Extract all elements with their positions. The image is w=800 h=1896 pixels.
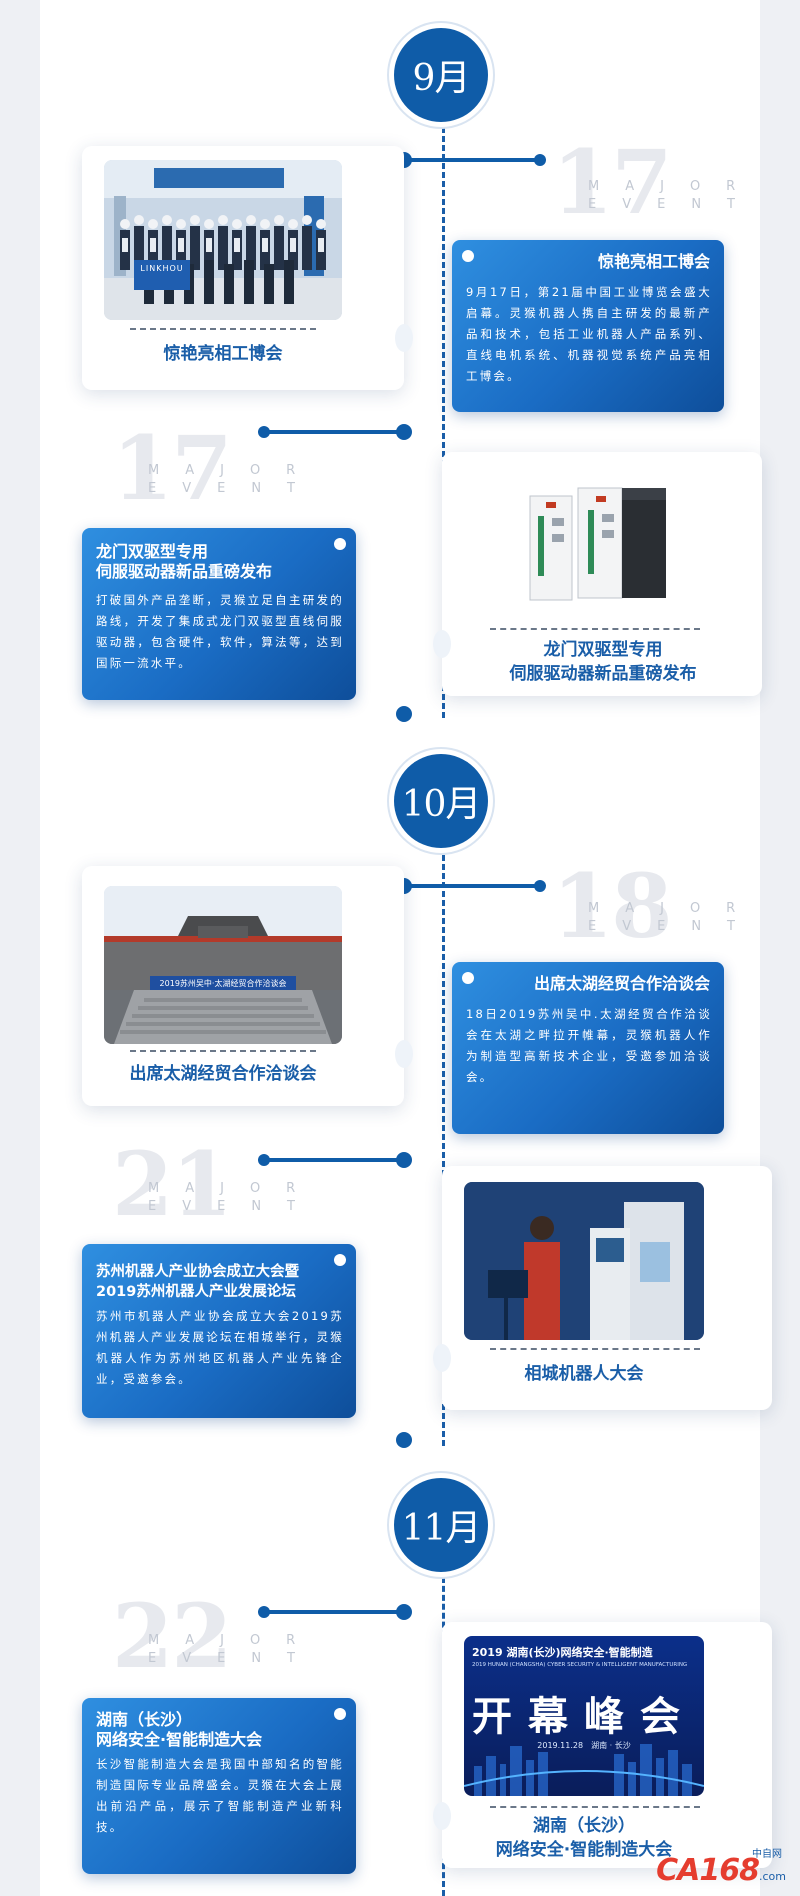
poster-date: 2019.11.28 湖南 · 长沙 <box>537 1741 631 1750</box>
card-marker <box>334 1708 346 1720</box>
month-label: 9月 <box>412 58 471 99</box>
timeline-dot <box>396 424 412 440</box>
event-day-number: 17 <box>552 130 672 234</box>
caption-divider <box>490 628 700 630</box>
timeline-connector <box>266 1610 404 1614</box>
timeline-line <box>442 118 445 718</box>
event-title: 出席太湖经贸合作洽谈会 <box>533 974 710 993</box>
event-description: 苏州市机器人产业协会成立大会2019苏州机器人产业发展论坛在相城举行，灵猴机器人… <box>96 1309 344 1386</box>
event-day-number: 18 <box>552 854 672 958</box>
month-label: 10月 <box>401 784 482 825</box>
month-badge-october: 10月 <box>394 754 488 848</box>
event-title: 龙门双驱型专用伺服驱动器新品重磅发布 <box>96 542 273 581</box>
timeline-dot <box>258 426 270 438</box>
event-text-card: 湖南（长沙）网络安全·智能制造大会 长沙智能制造大会是我国中部知名的智能制造国际… <box>82 1698 356 1874</box>
caption-divider <box>130 1050 316 1052</box>
event-photo <box>482 466 720 618</box>
card-marker <box>334 538 346 550</box>
photo-caption: 湖南（长沙）网络安全·智能制造大会 <box>495 1816 673 1860</box>
event-title: 惊艳亮相工博会 <box>597 252 710 271</box>
card-marker <box>334 1254 346 1266</box>
event-description: 打破国外产品垄断，灵猴立足自主研发的路线，开发了集成式龙门双驱型直线伺服驱动器，… <box>96 593 344 670</box>
card-marker <box>462 250 474 262</box>
timeline-line <box>442 846 445 1446</box>
event-day-number: 21 <box>112 1132 232 1236</box>
timeline-connector <box>404 158 540 162</box>
event-day-number: 17 <box>112 416 232 520</box>
event-photo <box>464 1182 704 1340</box>
caption-divider <box>490 1806 700 1808</box>
event-photo-card: 2019苏州吴中·太湖经贸合作洽谈会 出席太湖经贸合作洽谈会 <box>82 866 413 1106</box>
timeline-connector <box>266 1158 404 1162</box>
timeline-dot <box>258 1606 270 1618</box>
event-photo <box>104 160 342 320</box>
photo-banner-text: 2019苏州吴中·太湖经贸合作洽谈会 <box>159 979 287 988</box>
photo-caption: 出席太湖经贸合作洽谈会 <box>129 1064 317 1084</box>
event-photo-card: 2019 湖南(长沙)网络安全·智能制造 2019 HUNAN (CHANGSH… <box>433 1622 772 1868</box>
watermark-logo: CA168.com <box>656 1853 786 1888</box>
event-day-number: 22 <box>112 1584 232 1688</box>
timeline-dot <box>534 880 546 892</box>
caption-divider <box>130 328 316 330</box>
event-description: 长沙智能制造大会是我国中部知名的智能制造国际专业品牌盛会。灵猴在大会上展出前沿产… <box>96 1757 344 1834</box>
event-photo-card: 龙门双驱型专用伺服驱动器新品重磅发布 <box>433 452 762 696</box>
timeline-dot <box>534 154 546 166</box>
month-badge-september: 9月 <box>394 28 488 122</box>
caption-divider <box>490 1348 700 1350</box>
poster-title: 2019 湖南(长沙)网络安全·智能制造 <box>472 1646 653 1659</box>
event-description: 9月17日，第21届中国工业博览会盛大启幕。灵猴机器人携自主研发的最新产品和技术… <box>466 285 712 383</box>
event-text-card: 出席太湖经贸合作洽谈会 18日2019苏州吴中.太湖经贸合作洽谈会在太湖之畔拉开… <box>452 962 724 1134</box>
timeline-connector <box>266 430 404 434</box>
timeline-dot <box>258 1154 270 1166</box>
timeline-end-dot <box>396 706 412 722</box>
photo-caption: 相城机器人大会 <box>524 1364 644 1384</box>
timeline-dot <box>396 1152 412 1168</box>
event-description: 18日2019苏州吴中.太湖经贸合作洽谈会在太湖之畔拉开帷幕，灵猴机器人作为制造… <box>466 1007 712 1084</box>
photo-caption: 惊艳亮相工博会 <box>163 344 283 364</box>
timeline-dot <box>396 1604 412 1620</box>
event-photo-card: LINKHOU 惊艳亮相工博会 <box>82 146 413 390</box>
event-poster <box>464 1636 704 1796</box>
poster-subtitle: 2019 HUNAN (CHANGSHA) CYBER SECURITY & I… <box>472 1662 688 1668</box>
photo-banner-text: LINKHOU <box>140 264 184 273</box>
month-badge-november: 11月 <box>394 1478 488 1572</box>
card-marker <box>462 972 474 984</box>
timeline-end-dot <box>396 1432 412 1448</box>
month-label: 11月 <box>401 1508 482 1549</box>
poster-main-text: 开幕峰会 <box>472 1694 696 1740</box>
event-photo <box>104 886 342 1044</box>
watermark-cn: 中自网 <box>752 1849 782 1860</box>
photo-caption: 龙门双驱型专用伺服驱动器新品重磅发布 <box>509 640 697 684</box>
event-title: 湖南（长沙）网络安全·智能制造大会 <box>96 1710 263 1749</box>
timeline-connector <box>404 884 540 888</box>
event-text-card: 龙门双驱型专用伺服驱动器新品重磅发布 打破国外产品垄断，灵猴立足自主研发的路线，… <box>82 528 356 700</box>
event-text-card: 惊艳亮相工博会 9月17日，第21届中国工业博览会盛大启幕。灵猴机器人携自主研发… <box>452 240 724 412</box>
event-photo-card: 相城机器人大会 <box>433 1166 772 1410</box>
